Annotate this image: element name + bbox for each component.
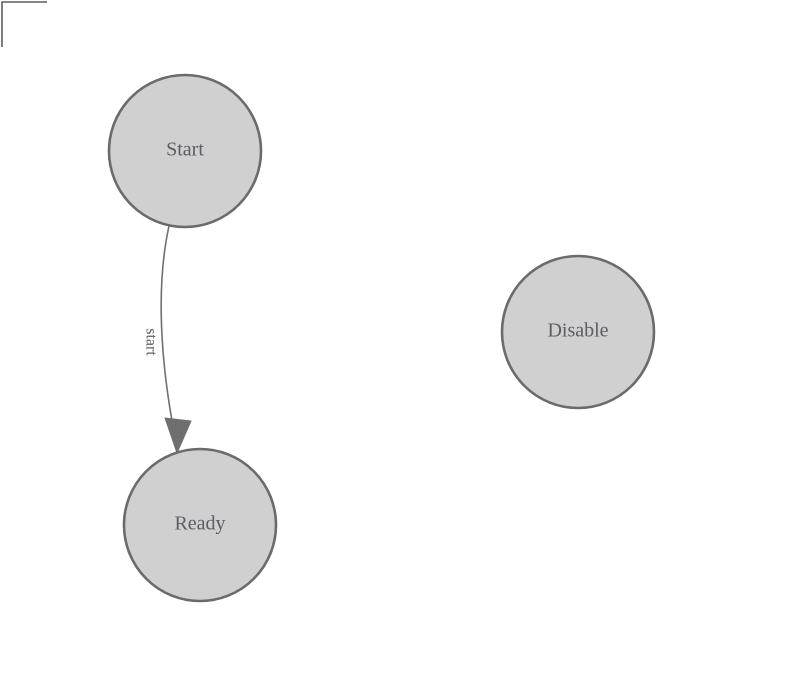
node-label-disable: Disable — [547, 320, 608, 342]
node-circle[interactable] — [107, 73, 263, 229]
node-ready[interactable]: Ready — [122, 447, 278, 603]
node-disable[interactable]: Disable — [500, 254, 656, 410]
edge-label-start: start — [142, 328, 159, 356]
node-start[interactable]: Start — [107, 73, 263, 229]
node-label-start: Start — [166, 139, 204, 161]
edge-start-to-ready[interactable]: start — [142, 225, 192, 455]
arrowhead-icon — [164, 417, 192, 455]
node-circle[interactable] — [500, 254, 656, 410]
top-left-corner-bracket-icon — [1, 1, 47, 47]
edge-line — [160, 225, 176, 438]
node-circle[interactable] — [122, 447, 278, 603]
node-label-ready: Ready — [174, 513, 225, 535]
